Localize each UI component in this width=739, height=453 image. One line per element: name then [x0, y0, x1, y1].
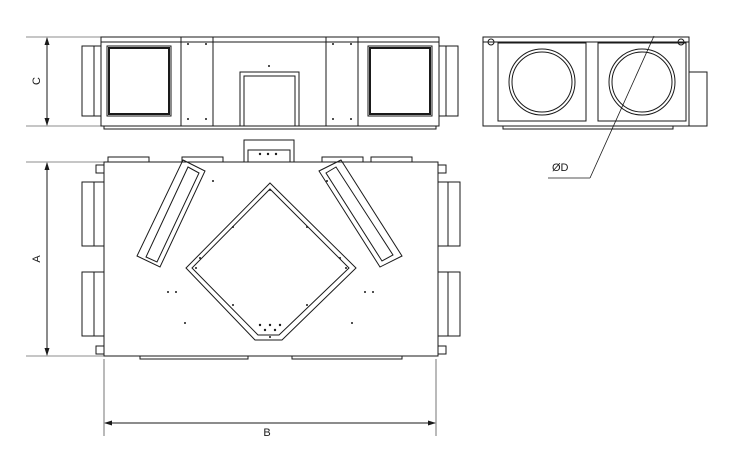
dimension-c: C: [26, 36, 101, 127]
front-view: [81, 36, 459, 130]
dimension-d: ØD: [548, 35, 655, 179]
top-view: [81, 139, 461, 360]
dimension-c-label: C: [31, 77, 43, 85]
dimension-b: B: [103, 359, 437, 439]
dimension-d-label: ØD: [552, 162, 569, 174]
dimension-b-label: B: [263, 427, 270, 439]
dimension-a: A: [26, 161, 104, 357]
side-view: [482, 36, 708, 130]
dimension-a-label: A: [31, 255, 43, 263]
